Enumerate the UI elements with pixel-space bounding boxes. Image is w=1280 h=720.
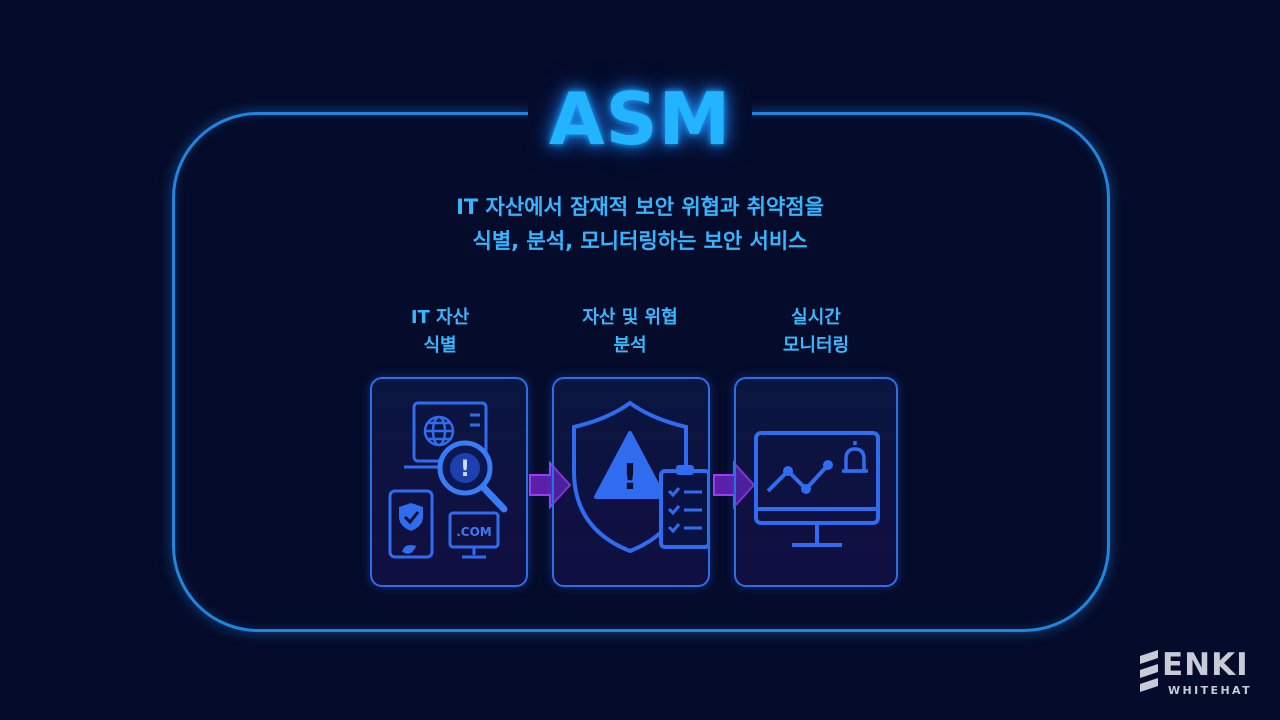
step-label-line-1: IT 자산 [410, 307, 470, 328]
warning-triangle-icon: ! [594, 431, 666, 499]
bell-icon [842, 441, 868, 473]
enki-logo-mark-icon [1140, 650, 1158, 692]
card-realtime-monitoring [734, 377, 898, 587]
page-title: ASM [548, 77, 732, 161]
shield-icon [572, 400, 688, 554]
monitor-icon [754, 431, 880, 547]
phone-icon [388, 489, 434, 559]
globe-icon [423, 415, 455, 447]
clipboard-checklist-icon [659, 465, 708, 549]
subtitle: IT 자산에서 잠재적 보안 위협과 취약점을 식별, 분석, 모니터링하는 보… [340, 190, 940, 258]
asset-identification-illustration: ! .COM [388, 401, 508, 559]
step-label-line-2: 식별 [423, 335, 457, 356]
alert-symbol: ! [460, 457, 470, 482]
card-threat-analysis: ! [552, 377, 710, 587]
line-chart-icon [766, 460, 833, 494]
step-label-line-1: 실시간 [791, 307, 841, 328]
step-label-line-2: 분석 [613, 335, 647, 356]
step-label-line-1: 자산 및 위협 [582, 307, 678, 328]
step-label-monitor: 실시간 모니터링 [716, 304, 916, 360]
logo-name: ENKI [1162, 647, 1249, 683]
alert-symbol: ! [622, 457, 638, 498]
enki-whitehat-logo: ENKI WHITEHAT [1138, 646, 1258, 702]
threat-analysis-illustration: ! [572, 400, 708, 554]
magnifier-icon: ! [437, 440, 508, 513]
arrow-right-icon [529, 461, 572, 509]
shield-check-icon [399, 503, 423, 531]
domain-label: .COM [456, 525, 492, 539]
step-label-line-2: 모니터링 [782, 335, 850, 356]
monitoring-illustration [754, 431, 880, 547]
monitor-icon: .COM [448, 511, 500, 559]
subtitle-line-2: 식별, 분석, 모니터링하는 보안 서비스 [472, 229, 808, 253]
title-plate: ASM [528, 76, 752, 162]
logo-subtitle: WHITEHAT [1168, 684, 1253, 697]
step-label-identify: IT 자산 식별 [340, 304, 540, 360]
subtitle-line-1: IT 자산에서 잠재적 보안 위협과 취약점을 [456, 195, 824, 219]
card-asset-identification: ! .COM [370, 377, 528, 587]
step-label-analyze: 자산 및 위협 분석 [530, 304, 730, 360]
